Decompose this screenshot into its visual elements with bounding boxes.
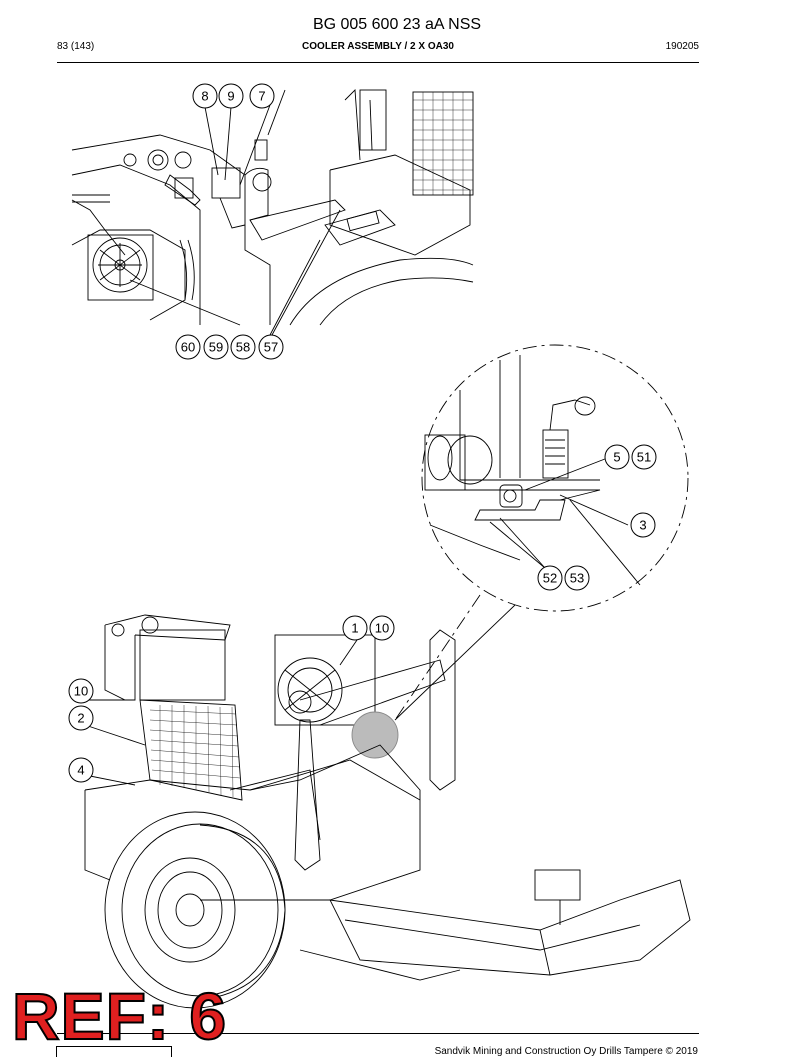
- callout-balloon: 10: [68, 678, 94, 704]
- top-view-drawing: [71, 88, 474, 336]
- page-number: 83 (143): [57, 41, 95, 52]
- svg-text:60: 60: [181, 340, 195, 355]
- callout-balloon: 7: [249, 83, 275, 109]
- svg-text:52: 52: [543, 571, 557, 586]
- header-row: 83 (143) COOLER ASSEMBLY / 2 X OA30 1902…: [57, 41, 699, 57]
- svg-text:10: 10: [375, 621, 389, 636]
- callout-balloon: 58: [230, 334, 256, 360]
- svg-text:7: 7: [258, 89, 265, 104]
- callout-balloon: 60: [175, 334, 201, 360]
- callout-balloon: 51: [631, 444, 657, 470]
- callout-balloon: 1: [342, 615, 368, 641]
- callout-balloon: 5: [604, 444, 630, 470]
- svg-text:10: 10: [74, 684, 88, 699]
- callouts-main: 1 10 10 2 4: [68, 615, 395, 783]
- svg-text:8: 8: [201, 89, 208, 104]
- callout-balloon: 10: [369, 615, 395, 641]
- svg-text:53: 53: [570, 571, 584, 586]
- callout-balloon: 52: [537, 565, 563, 591]
- callouts-top: 8 9 7 60 59 58 57: [175, 83, 284, 360]
- footer-copyright: Sandvik Mining and Construction Oy Drill…: [434, 1046, 698, 1057]
- svg-text:1: 1: [351, 621, 358, 636]
- main-view-drawing: [84, 614, 691, 1009]
- callout-balloon: 3: [630, 512, 656, 538]
- doc-title: BG 005 600 23 aA NSS: [312, 16, 482, 33]
- svg-text:5: 5: [613, 450, 620, 465]
- footer-rule: [57, 1033, 699, 1034]
- svg-text:4: 4: [77, 763, 84, 778]
- callout-balloon: 59: [203, 334, 229, 360]
- callout-balloon: 9: [218, 83, 244, 109]
- section-title: COOLER ASSEMBLY / 2 X OA30: [302, 41, 454, 52]
- callout-balloon: 2: [68, 705, 94, 731]
- ref-stamp: REF: 6: [11, 979, 228, 1053]
- svg-text:51: 51: [637, 450, 651, 465]
- svg-text:9: 9: [227, 89, 234, 104]
- detail-view-drawing: [394, 344, 689, 721]
- header-rule: [57, 62, 699, 63]
- callout-balloon: 57: [258, 334, 284, 360]
- callout-balloon: 8: [192, 83, 218, 109]
- svg-text:57: 57: [264, 340, 278, 355]
- callout-balloon: 4: [68, 757, 94, 783]
- doc-date: 190205: [665, 41, 699, 52]
- callouts-detail: 5 51 3 52 53: [537, 444, 657, 591]
- svg-text:2: 2: [77, 711, 84, 726]
- svg-text:59: 59: [209, 340, 223, 355]
- svg-text:3: 3: [639, 518, 646, 533]
- callout-balloon: 53: [564, 565, 590, 591]
- svg-text:58: 58: [236, 340, 250, 355]
- logo-box: [56, 1046, 172, 1057]
